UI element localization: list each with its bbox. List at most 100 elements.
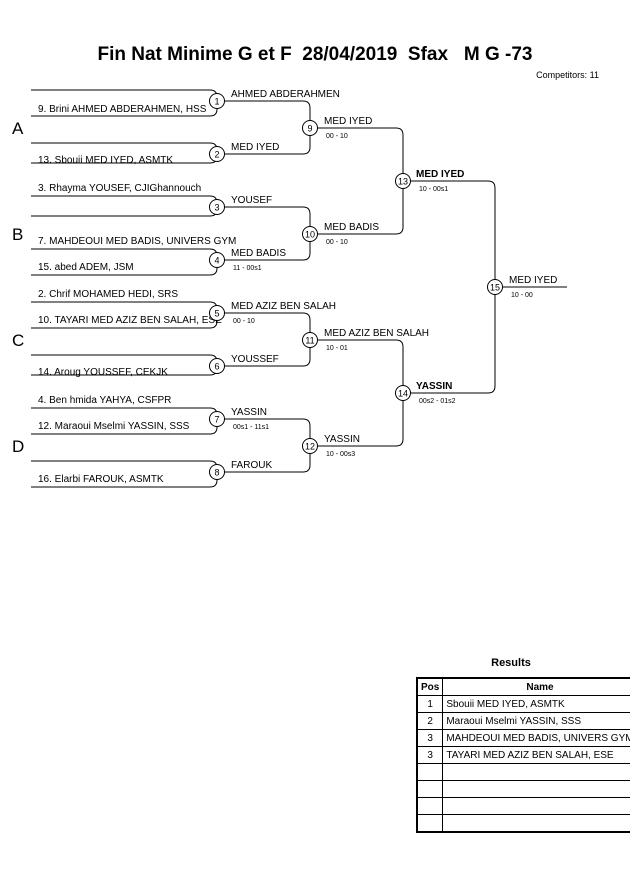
entry-label: 2. Chrif MOHAMED HEDI, SRS <box>38 289 178 300</box>
table-row <box>416 797 630 815</box>
match-number-badge: 10 <box>302 226 318 242</box>
pool-label: B <box>12 225 23 244</box>
match-number-badge: 8 <box>209 464 225 480</box>
match-winner: AHMED ABDERAHMEN <box>231 89 340 100</box>
match-winner: YOUSEF <box>231 195 272 206</box>
pool-label: D <box>12 437 24 456</box>
results-title: Results <box>491 657 531 669</box>
match-score: 10 - 00s1 <box>419 186 448 193</box>
match-number: 9 <box>307 124 312 134</box>
entry-label: 9. Brini AHMED ABDERAHMEN, HSS <box>38 104 207 115</box>
entry-label: 12. Maraoui Mselmi YASSIN, SSS <box>38 421 190 432</box>
match-score: 10 - 01 <box>326 345 348 352</box>
result-pos <box>416 763 444 781</box>
entry-label: 14. Aroug YOUSSEF, CEKJK <box>38 367 168 378</box>
result-pos <box>416 780 444 798</box>
result-pos <box>416 797 444 815</box>
match-score: 00s2 - 01s2 <box>419 398 456 405</box>
match-number-badge: 9 <box>302 120 318 136</box>
table-row <box>416 780 630 798</box>
match-winner: FAROUK <box>231 460 272 471</box>
match-number: 3 <box>214 203 219 213</box>
match-score: 00 - 10 <box>233 318 255 325</box>
entry-label: 15. abed ADEM, JSM <box>38 262 134 273</box>
match-number-badge: 6 <box>209 358 225 374</box>
match-number: 2 <box>214 150 219 160</box>
match-number-badge: 1 <box>209 93 225 109</box>
match-number: 12 <box>305 442 315 452</box>
match-number-badges: 1 2 3 4 5 6 7 8 9 10 11 12 13 14 15 <box>209 93 503 480</box>
result-name: Maraoui Mselmi YASSIN, SSS <box>442 712 630 730</box>
match-score: 11 - 00s1 <box>233 265 262 272</box>
result-pos: 3 <box>416 746 444 764</box>
match-number-badge: 13 <box>395 173 411 189</box>
match-number: 4 <box>214 256 219 266</box>
result-pos: 2 <box>416 712 444 730</box>
competitors-count: Competitors: 11 <box>536 70 599 80</box>
result-name: Sbouii MED IYED, ASMTK <box>442 695 630 713</box>
match-winner: YASSIN <box>324 434 360 445</box>
match-number-badge: 5 <box>209 305 225 321</box>
results-header-pos: Pos <box>416 677 444 696</box>
match-winner: MED IYED <box>416 169 464 180</box>
entry-label: 3. Rhayma YOUSEF, CJIGhannouch <box>38 183 201 194</box>
page-title: Fin Nat Minime G et F 28/04/2019 Sfax M … <box>97 44 533 65</box>
pool-label: A <box>12 119 24 138</box>
match-score: 10 - 00s3 <box>326 451 355 458</box>
result-pos: 1 <box>416 695 444 713</box>
match-score: 00 - 10 <box>326 239 348 246</box>
match-winner: MED BADIS <box>231 248 286 259</box>
entry-label: 10. TAYARI MED AZIZ BEN SALAH, ESE <box>38 315 222 326</box>
match-number: 7 <box>214 415 219 425</box>
result-pos <box>416 814 444 833</box>
match-winner: MED AZIZ BEN SALAH <box>324 328 429 339</box>
match-winner: YASSIN <box>231 407 267 418</box>
table-row <box>416 814 630 833</box>
entry-label: 16. Elarbi FAROUK, ASMTK <box>38 474 164 485</box>
match-number-badge: 14 <box>395 385 411 401</box>
result-name: MAHDEOUI MED BADIS, UNIVERS GYM <box>442 729 630 747</box>
match-number: 5 <box>214 309 219 319</box>
match-number-badge: 11 <box>302 332 318 348</box>
match-number: 10 <box>305 230 315 240</box>
match-number-badge: 4 <box>209 252 225 268</box>
entry-label: 13. Sbouii MED IYED, ASMTK <box>38 155 173 166</box>
match-number-badge: 3 <box>209 199 225 215</box>
bracket-diagram: A B C D 9. Brini AHMED ABDERAHMEN, HSS 1… <box>12 89 567 488</box>
match-number: 1 <box>214 97 219 107</box>
match-number: 15 <box>490 283 500 293</box>
final-winner: MED IYED <box>509 275 557 286</box>
match-number: 6 <box>214 362 219 372</box>
match-number: 11 <box>305 336 314 346</box>
results-header-row: Pos Name <box>416 677 630 696</box>
match-number-badge: 2 <box>209 146 225 162</box>
result-name <box>442 763 630 781</box>
match-number-badge: 7 <box>209 411 225 427</box>
results-header-name: Name <box>442 677 630 696</box>
match-number: 14 <box>398 389 408 399</box>
result-name <box>442 797 630 815</box>
result-name <box>442 814 630 833</box>
match-winner: YOUSSEF <box>231 354 279 365</box>
match-winner: MED IYED <box>231 142 279 153</box>
result-name <box>442 780 630 798</box>
match-number: 13 <box>398 177 408 187</box>
pool-label: C <box>12 331 24 350</box>
match-score: 00 - 10 <box>326 133 348 140</box>
result-name: TAYARI MED AZIZ BEN SALAH, ESE <box>442 746 630 764</box>
match-number-badge: 12 <box>302 438 318 454</box>
match-winner: YASSIN <box>416 381 452 392</box>
match-number: 8 <box>214 468 219 478</box>
result-pos: 3 <box>416 729 444 747</box>
entry-label: 4. Ben hmida YAHYA, CSFPR <box>38 395 171 406</box>
table-row <box>416 763 630 781</box>
match-winner: MED IYED <box>324 116 372 127</box>
final-score: 10 - 00 <box>511 292 533 299</box>
match-winner: MED BADIS <box>324 222 379 233</box>
entry-label: 7. MAHDEOUI MED BADIS, UNIVERS GYM <box>38 236 236 247</box>
